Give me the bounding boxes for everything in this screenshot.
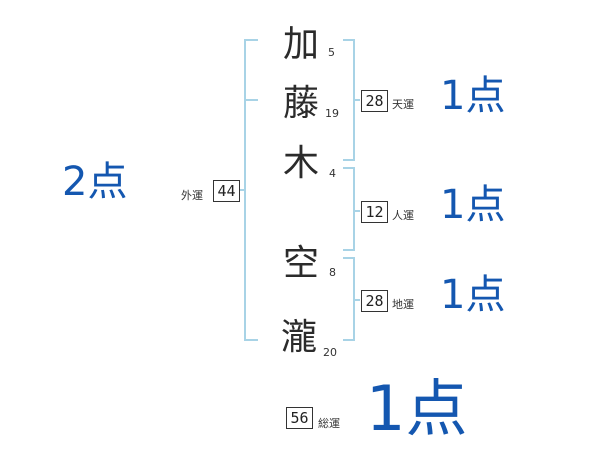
jinkaku-bracket (343, 167, 355, 251)
stroke-count-4: 8 (329, 266, 336, 279)
chikaku-value-box: 28 (361, 290, 388, 312)
gaikaku-value-box: 44 (213, 180, 240, 202)
name-char-2: 藤 (283, 83, 320, 124)
stroke-count-3: 4 (329, 167, 336, 180)
soukaku-value-box: 56 (286, 407, 313, 429)
tenkaku-value-box: 28 (361, 90, 388, 112)
stroke-count-2: 19 (325, 107, 339, 120)
name-char-1: 加 (283, 24, 320, 65)
jinkaku-score: 1点 (440, 182, 506, 228)
name-char-4: 空 (283, 243, 320, 284)
chikaku-label: 地運 (392, 298, 414, 311)
tenkaku-bracket (343, 39, 355, 161)
chikaku-bracket (343, 257, 355, 341)
gaikaku-score: 2点 (62, 159, 128, 205)
chikaku-score: 1点 (440, 272, 506, 318)
gaikaku-bracket (244, 39, 258, 341)
tenkaku-label: 天運 (392, 98, 414, 111)
stroke-count-1: 5 (328, 46, 335, 59)
jinkaku-label: 人運 (392, 209, 414, 222)
soukaku-label: 総運 (318, 417, 340, 430)
jinkaku-value-box: 12 (361, 201, 388, 223)
soukaku-score: 1点 (366, 372, 468, 445)
name-char-3: 木 (283, 143, 320, 184)
stroke-count-5: 20 (323, 346, 337, 359)
tenkaku-score: 1点 (440, 73, 506, 119)
name-char-5: 瀧 (281, 317, 318, 358)
gaikaku-label: 外運 (181, 189, 203, 202)
